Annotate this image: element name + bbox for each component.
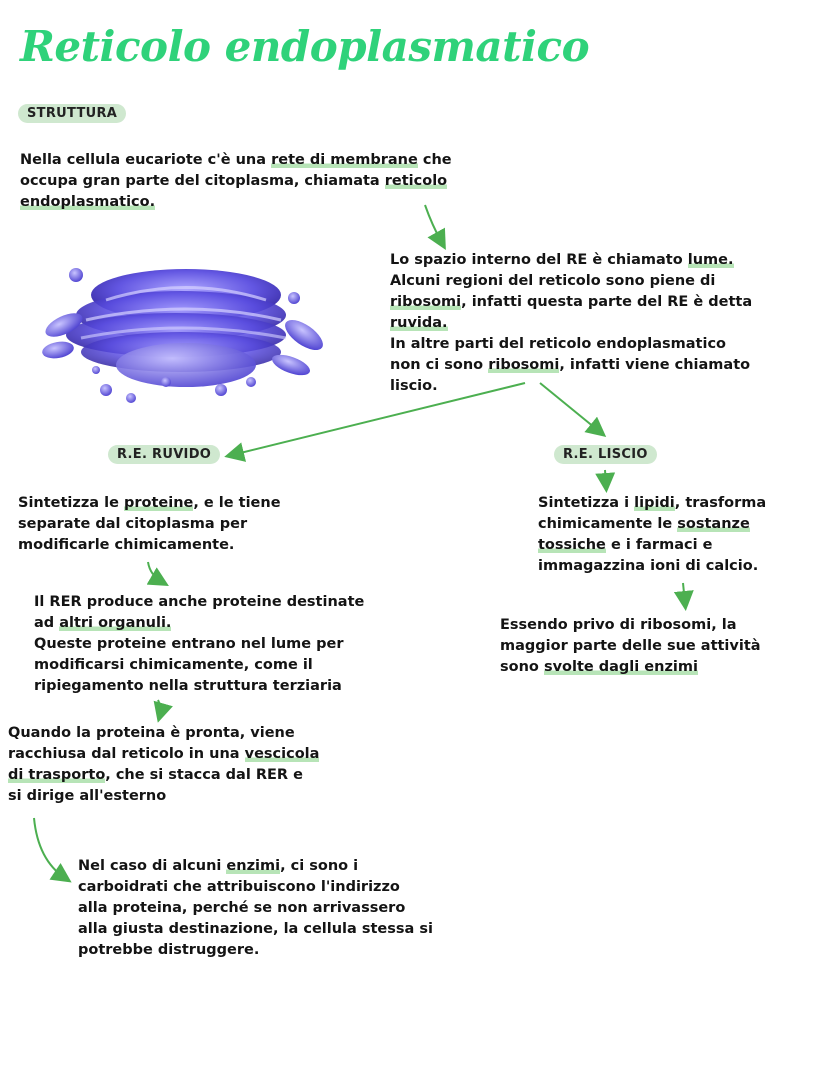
rer-paragraph-3: Quando la proteina è pronta, viene racch… xyxy=(8,725,320,804)
arrow-rel1-to-rel2 xyxy=(673,582,694,611)
lume-paragraph: Lo spazio interno del RE è chiamato lume… xyxy=(390,252,753,394)
rel-paragraph-2: Essendo privo di ribosomi, la maggior pa… xyxy=(500,617,761,675)
endoplasmic-reticulum-illustration xyxy=(42,268,323,403)
rer-paragraph-2: Il RER produce anche proteine destinate … xyxy=(34,594,365,694)
rer-paragraph-1: Sintetizza le proteine, e le tiene separ… xyxy=(18,495,281,553)
rer-label: R.E. RUVIDO xyxy=(108,445,221,464)
arrow-rer1-to-rer2 xyxy=(146,561,169,587)
intro-paragraph: Nella cellula eucariote c'è una rete di … xyxy=(20,152,452,210)
rer-paragraph-4: Nel caso di alcuni enzimi, ci sono i car… xyxy=(78,858,433,958)
rel-paragraph-1: Sintetizza i lipidi, trasforma chimicame… xyxy=(538,495,767,574)
rel-label: R.E. LISCIO xyxy=(554,445,657,464)
arrow-rel-label-to-rel1 xyxy=(595,469,616,493)
arrow-to-rel xyxy=(539,382,607,438)
arrow-rer2-to-rer3 xyxy=(153,699,173,723)
arrow-to-rer xyxy=(224,382,526,462)
arrow-intro-to-lume xyxy=(424,204,446,250)
arrow-rer3-to-rer4 xyxy=(33,817,72,883)
section-label-struttura: STRUTTURA xyxy=(18,104,127,123)
page-title: Reticolo endoplasmatico xyxy=(20,22,590,71)
